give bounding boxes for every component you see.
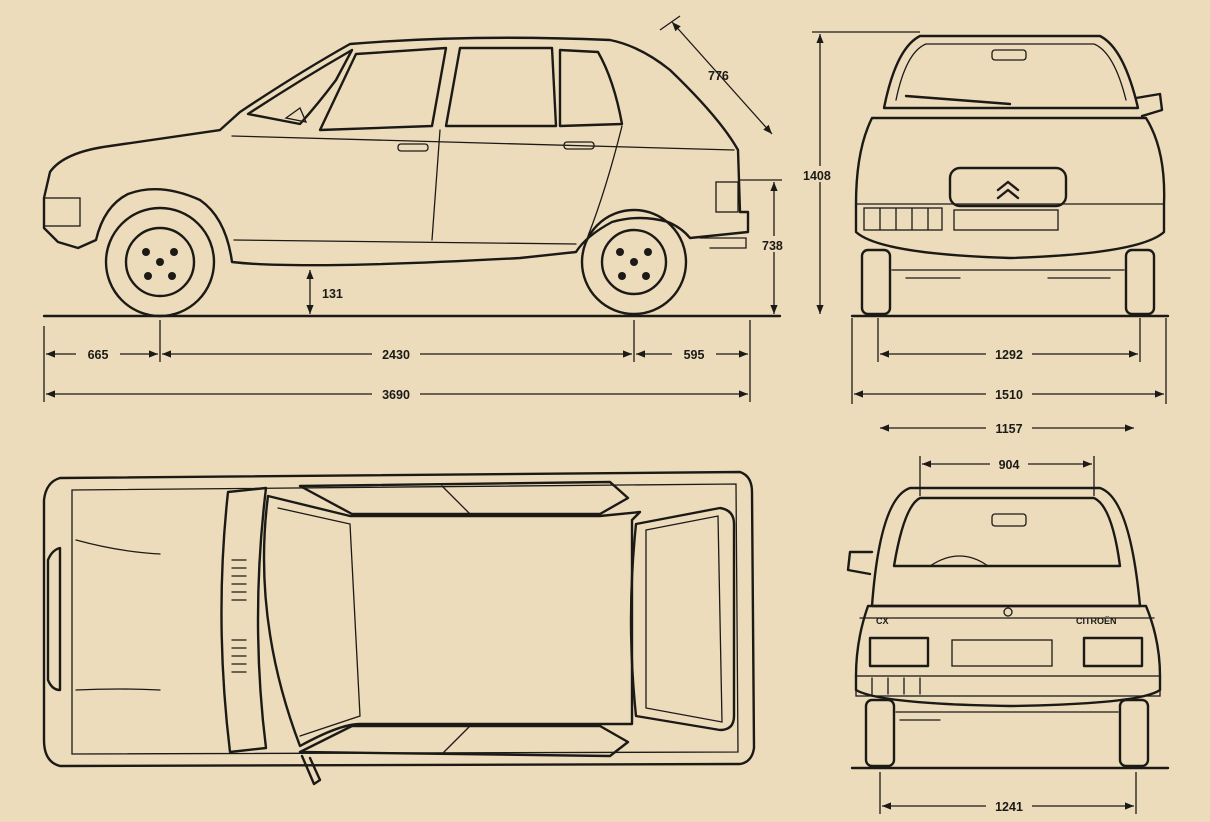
- side-windshield: [246, 48, 354, 126]
- label-ground-clearance: 131: [322, 287, 343, 301]
- front-wheel-left: [860, 248, 892, 316]
- side-rear-window: [444, 46, 558, 128]
- rear-badge-left: CX: [876, 616, 889, 626]
- top-cowl-vents: [231, 559, 247, 673]
- front-side-mirror: [1134, 92, 1164, 118]
- label-width-1157: 1157: [995, 422, 1022, 436]
- side-body-outline: [42, 36, 750, 267]
- rear-rear-view-mirror: [991, 513, 1027, 527]
- top-roof-inner: [277, 507, 361, 737]
- label-overall-length: 3690: [382, 388, 410, 402]
- label-wheelbase: 2430: [382, 348, 410, 362]
- side-door-handle-rear: [563, 141, 595, 150]
- label-front-track: 1292: [995, 348, 1023, 362]
- side-beltline: [231, 135, 735, 151]
- side-front-bumper: [43, 197, 81, 227]
- side-ext-tailgate-top: [659, 15, 681, 31]
- rear-wheel-left: [864, 698, 896, 768]
- rear-view: CITROËN CX 904 1241: [846, 456, 1170, 814]
- front-plate: [953, 209, 1059, 231]
- rear-light-right: [1082, 636, 1144, 668]
- rear-underbody: [895, 711, 1119, 721]
- side-front-wheel: [104, 206, 216, 318]
- label-overall-width: 1510: [995, 388, 1023, 402]
- top-side-mirror: [300, 754, 322, 786]
- top-rear-window: [629, 506, 736, 732]
- front-view: 1408 1292 1510 1157: [802, 31, 1170, 436]
- side-door-line-rear: [587, 125, 623, 237]
- front-chevron-logo: [996, 180, 1020, 200]
- front-windshield: [882, 34, 1140, 110]
- top-body-inner: [71, 483, 739, 755]
- rear-chevron-badge: [1003, 607, 1013, 617]
- rear-wheel-right: [1118, 698, 1150, 768]
- rear-body: [854, 604, 1162, 708]
- side-rear-light: [715, 181, 739, 213]
- top-windshield: [220, 486, 268, 754]
- label-rear-window-width: 904: [999, 458, 1020, 472]
- dim-line-tailgate: [671, 21, 773, 135]
- front-body: [854, 116, 1166, 260]
- top-view: [42, 470, 756, 786]
- top-rear-window-inner: [645, 515, 723, 723]
- rear-window: [892, 496, 1122, 568]
- front-wheel-right: [1124, 248, 1156, 316]
- rear-wiper: [929, 555, 989, 567]
- top-side-glass-lower: [298, 724, 630, 758]
- side-mirror: [284, 107, 308, 123]
- rear-plate: [951, 639, 1053, 667]
- rear-light-left: [868, 636, 930, 668]
- side-quarter-window: [558, 48, 624, 128]
- top-side-glass-upper: [298, 480, 630, 516]
- label-rear-track: 1241: [995, 800, 1023, 814]
- top-front-grille: [46, 546, 62, 692]
- rear-badge-model: CITROËN: [1076, 616, 1117, 626]
- top-hood-line-2: [75, 688, 161, 691]
- front-grille-emblem-panel: [948, 166, 1068, 208]
- label-front-overhang: 665: [88, 348, 109, 362]
- side-view: 665 2430 595 3690 131 776 738: [42, 15, 792, 402]
- top-body-outline: [42, 470, 756, 768]
- rear-bumper: [855, 675, 1161, 697]
- side-sill-line: [233, 239, 577, 245]
- front-headlight-left: [863, 207, 943, 231]
- label-rear-height: 738: [762, 239, 783, 253]
- rear-roof: [870, 486, 1142, 608]
- rear-side-mirror: [846, 550, 874, 576]
- front-rear-view-mirror: [991, 49, 1027, 61]
- label-overall-height: 1408: [803, 169, 831, 183]
- front-underbody: [891, 269, 1125, 279]
- front-wiper: [904, 94, 1012, 106]
- side-rear-wheel: [580, 208, 688, 316]
- side-door-line-front: [431, 129, 441, 241]
- side-front-window: [318, 46, 448, 132]
- front-windshield-inner: [895, 43, 1127, 101]
- top-roof: [262, 494, 642, 748]
- label-rear-overhang: 595: [684, 348, 705, 362]
- side-door-handle-front: [397, 143, 429, 152]
- top-hood-line-1: [75, 539, 161, 555]
- label-tailgate-diag: 776: [708, 69, 729, 83]
- side-exhaust: [699, 237, 747, 249]
